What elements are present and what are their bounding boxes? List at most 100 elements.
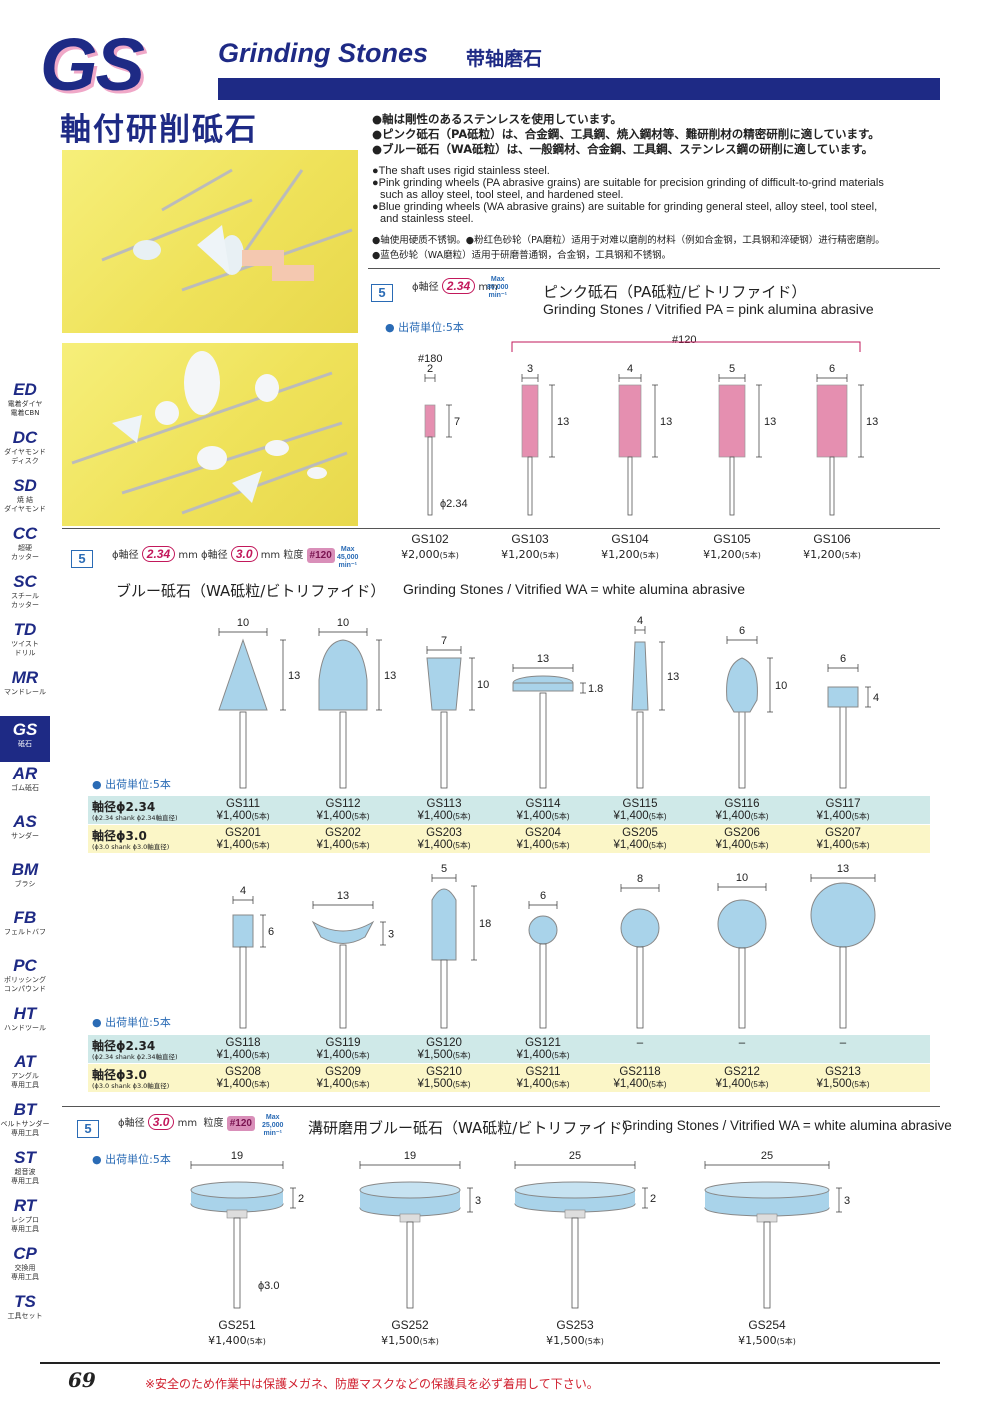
price-row-234-b xyxy=(88,1035,930,1063)
grit-badge: #120 xyxy=(226,1116,255,1131)
product-code: GS103 xyxy=(511,532,549,546)
max-value: 80,000 xyxy=(487,284,509,291)
height-label: 6 xyxy=(268,926,274,938)
product-code: GS253 xyxy=(556,1318,594,1332)
shaft xyxy=(440,711,448,789)
price-cell: GS213¥1,500(5本) xyxy=(793,1066,893,1091)
sidebar-sub: 砥石 xyxy=(18,740,32,748)
price-unit: (5本) xyxy=(251,841,270,850)
width-label: 6 xyxy=(829,363,835,375)
shaft-spec: ϕ軸径 2.34 mm xyxy=(412,278,498,294)
price-row-30-a xyxy=(88,825,930,853)
row-label-sub: (ϕ2.34 shank ϕ2.34軸直径) xyxy=(92,1053,178,1061)
sidebar-sub: 交換用 xyxy=(14,1264,36,1272)
price-unit: (5本) xyxy=(251,812,270,821)
sidebar-code: SD xyxy=(13,476,37,495)
price-unit: (5本) xyxy=(750,841,769,850)
width-label: 6 xyxy=(540,890,546,902)
product-code: GS112 xyxy=(325,798,361,810)
price-unit: (5本) xyxy=(648,841,667,850)
price-unit: (5本) xyxy=(439,551,459,560)
sidebar-code: HT xyxy=(13,1004,37,1023)
price-unit: (5本) xyxy=(639,551,659,560)
sidebar-code: GS xyxy=(12,720,38,739)
height-label: 13 xyxy=(288,670,300,682)
product-code: GS205 xyxy=(622,827,658,839)
sidebar-sub: ベルトサンダー xyxy=(0,1120,50,1128)
price-cell: GS209¥1,400(5本) xyxy=(293,1066,393,1091)
sidebar-sub: 専用工具 xyxy=(11,1225,39,1233)
price-value: ¥1,500 xyxy=(381,1334,420,1347)
sidebar-sub: カッター xyxy=(11,601,39,609)
groove-stone-gs251: 192 xyxy=(190,1150,304,1309)
width-label: 2 xyxy=(427,363,433,375)
height-label: 3 xyxy=(475,1195,481,1207)
product-code: GS120 xyxy=(426,1037,462,1049)
product-code: GS207 xyxy=(825,827,861,839)
pink-title-en: Grinding Stones / Vitrified PA = pink al… xyxy=(543,301,874,317)
blue-stone-b-2: 518 xyxy=(431,863,491,1029)
price-unit: (5本) xyxy=(452,1080,471,1089)
shaft xyxy=(571,1217,579,1309)
price-unit: (5本) xyxy=(851,1080,870,1089)
price-value: ¥1,500 xyxy=(417,1078,453,1090)
product-code: GS116 xyxy=(724,798,760,810)
row-label: 軸径ϕ2.34(ϕ2.34 shank ϕ2.34軸直径) xyxy=(92,798,178,822)
price-cell: – xyxy=(793,1037,893,1049)
sidebar-code: SC xyxy=(13,572,37,591)
price-cell: GS116¥1,400(5本) xyxy=(692,798,792,823)
groove-stone-gs252: 193 xyxy=(359,1150,481,1309)
grit-120: #120 xyxy=(672,334,697,346)
height-label: 10 xyxy=(477,679,489,691)
price-unit: (5本) xyxy=(750,1080,769,1089)
price: ¥2,000(5本) xyxy=(380,548,480,561)
price-cell: – xyxy=(692,1037,792,1049)
width-label: 8 xyxy=(637,873,643,885)
note-jp: ●ピンク砥石（PA砥粒）は、合金鋼、工具鋼、焼入鋼材等、難研削材の精密研削に適し… xyxy=(372,127,880,141)
price: ¥1,200(5本) xyxy=(782,548,882,561)
bullet-head xyxy=(318,639,368,711)
product-code: GS201 xyxy=(225,827,261,839)
blue-title-jp: ブルー砥石（WA砥粒/ビトリファイド） xyxy=(116,582,386,600)
unit-text: 出荷単位:5本 xyxy=(105,1016,171,1029)
height-label: 13 xyxy=(667,671,679,683)
shaft xyxy=(636,711,644,789)
hub xyxy=(564,1209,586,1219)
shaft xyxy=(339,944,347,1029)
blue-stone-b-3: 6 xyxy=(528,890,558,1029)
row-label-text: 軸径ϕ2.34 xyxy=(92,1039,156,1053)
grit-label: 粒度 xyxy=(203,1118,224,1129)
shaft xyxy=(763,1221,771,1309)
product-code: GS211 xyxy=(525,1066,561,1078)
product-photo-2 xyxy=(62,343,358,526)
price-value: ¥1,500 xyxy=(417,1049,453,1061)
sidebar-sub: サンダー xyxy=(11,832,39,840)
width-label: 3 xyxy=(527,363,533,375)
sidebar-sub: ドリル xyxy=(14,649,36,657)
width-label: 6 xyxy=(840,653,846,665)
sidebar-sub: 超音波 xyxy=(14,1168,36,1176)
sidebar-sub: 電着ダイヤ xyxy=(7,400,43,408)
divider xyxy=(62,1106,940,1107)
